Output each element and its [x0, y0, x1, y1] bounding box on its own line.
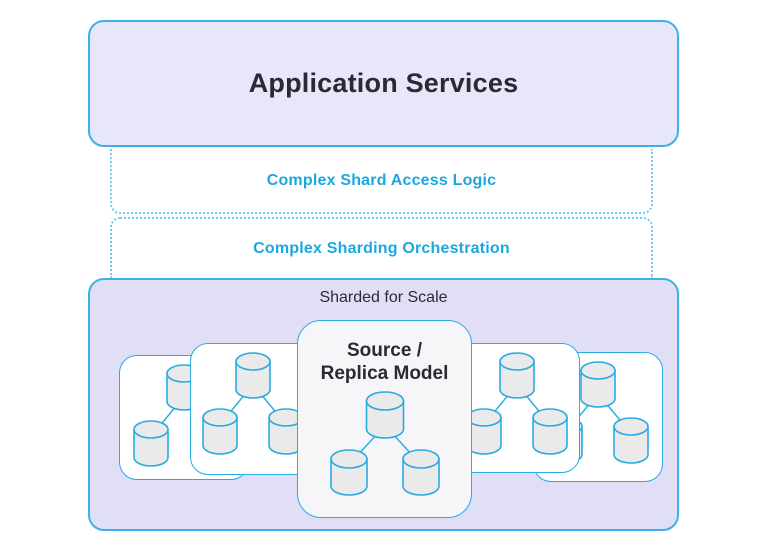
- application-services-box: Application Services: [88, 20, 679, 147]
- database-cylinder-icon: [365, 391, 404, 439]
- database-cylinder-icon: [499, 352, 535, 399]
- sharding-orchestration-label: Complex Sharding Orchestration: [253, 239, 510, 257]
- database-cylinder-icon: [580, 361, 616, 408]
- sharded-for-scale-label: Sharded for Scale: [319, 289, 448, 306]
- database-cylinder-icon: [133, 420, 169, 467]
- sharded-for-scale-container: Sharded for Scale Source / Replica Model: [88, 278, 679, 531]
- application-services-label: Application Services: [248, 68, 519, 98]
- database-tree-icon: [305, 390, 465, 502]
- source-replica-label-line1: Source /: [347, 340, 422, 361]
- database-cylinder-icon: [202, 408, 238, 455]
- database-tree-icon: [454, 351, 580, 463]
- shard-card: [454, 343, 580, 473]
- source-replica-label: Source / Replica Model: [321, 339, 449, 385]
- source-replica-label-line2: Replica Model: [320, 363, 449, 384]
- database-cylinder-icon: [401, 449, 440, 496]
- database-cylinder-icon: [532, 408, 568, 455]
- source-replica-card: Source / Replica Model: [297, 320, 472, 518]
- database-cylinder-icon: [466, 408, 502, 455]
- database-cylinder-icon: [235, 352, 271, 399]
- shard-access-logic-label: Complex Shard Access Logic: [266, 171, 497, 189]
- sharding-orchestration-layer: Complex Sharding Orchestration: [110, 217, 653, 278]
- database-cylinder-icon: [329, 449, 368, 496]
- shard-access-logic-layer: Complex Shard Access Logic: [110, 149, 653, 214]
- database-tree-icon: [190, 351, 316, 463]
- shard-card: [190, 343, 316, 475]
- database-cylinder-icon: [613, 417, 649, 464]
